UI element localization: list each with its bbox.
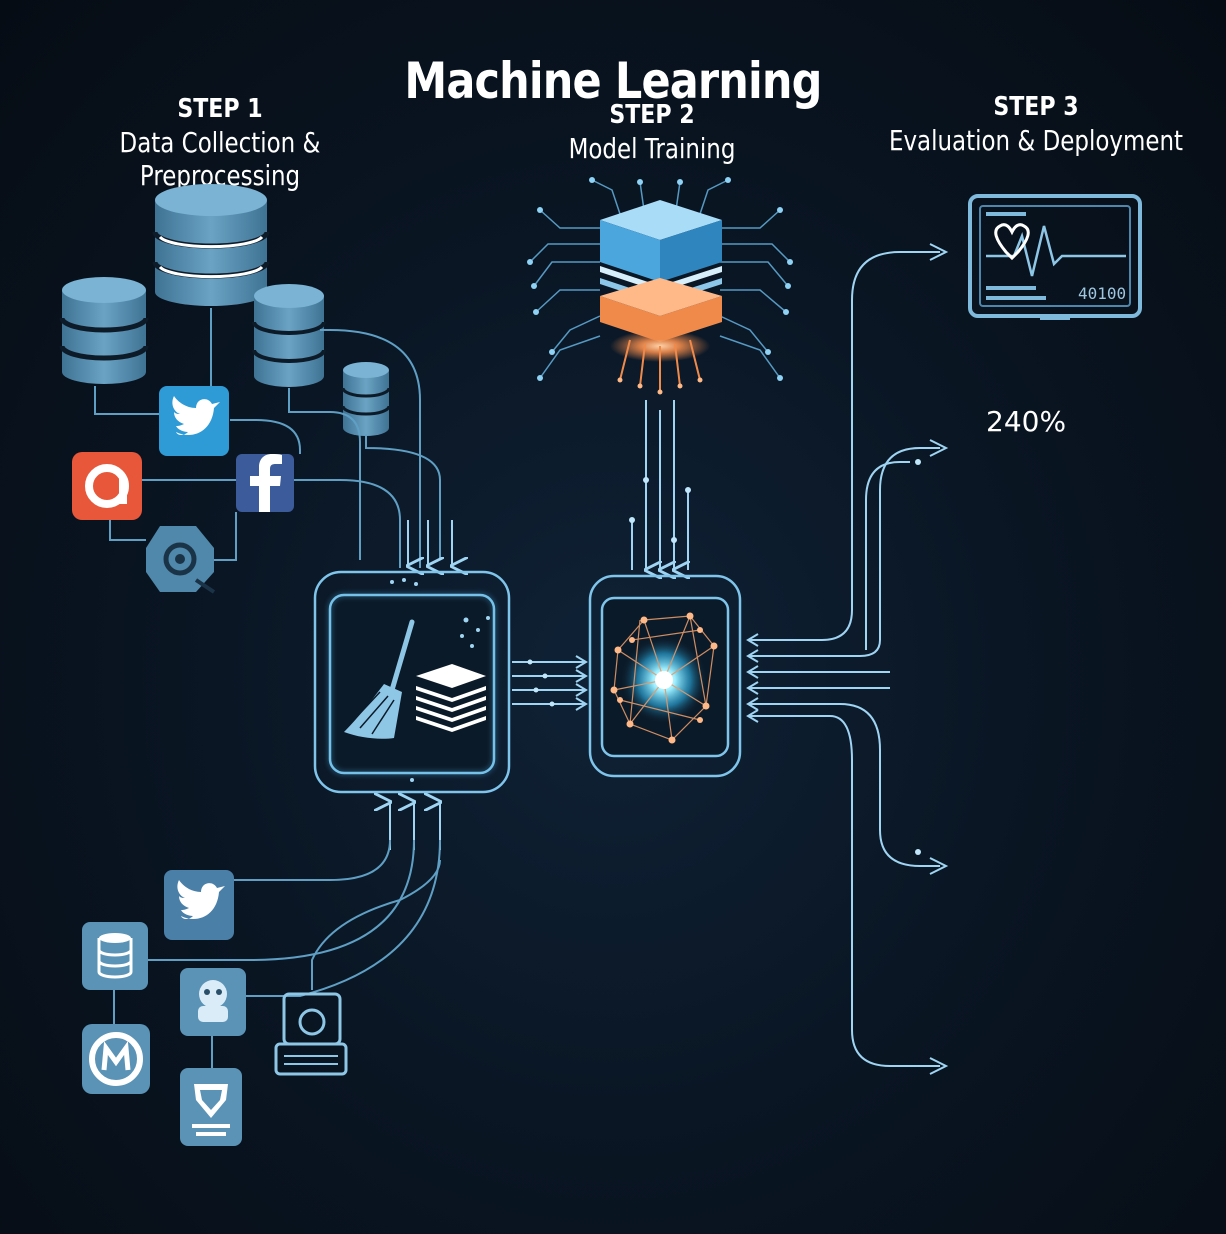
heartbeat-monitor-icon [968, 194, 1142, 320]
database-icon [59, 277, 149, 384]
database-icon [82, 922, 148, 990]
step-3-number: STEP 3 [993, 92, 1079, 122]
shield-logo-icon [180, 1068, 242, 1146]
top-data-sources [59, 184, 441, 594]
app-a-icon [72, 452, 142, 520]
prep-to-training-arrows [512, 655, 588, 711]
cube-to-training-lines [631, 400, 688, 570]
m-logo-icon [82, 1024, 150, 1094]
gear-chip-icon [146, 526, 216, 594]
prep-input-arrows-bottom [390, 802, 440, 850]
step-2-number: STEP 2 [609, 100, 695, 130]
neural-network-icon [610, 612, 718, 744]
step-3-name: Evaluation & Deployment [888, 124, 1184, 157]
training-output-arrows [746, 243, 949, 1075]
step-1-name: Data Collection & Preprocessing [119, 126, 321, 192]
diagram-title: Machine Learning [404, 52, 822, 110]
layered-cube-icon [527, 177, 793, 395]
facebook-icon [236, 454, 294, 512]
monitor-readout: 40100 [1078, 284, 1127, 303]
prep-input-arrows-top [408, 520, 452, 566]
sparkle-dots [390, 578, 490, 782]
step-1-number: STEP 1 [177, 94, 263, 124]
device-icon [274, 992, 348, 1076]
database-icon [152, 184, 270, 306]
step-2-header: STEP 2 Model Training [452, 100, 852, 165]
database-icon [341, 362, 391, 436]
training-box [588, 574, 742, 778]
twitter-icon [164, 870, 234, 940]
stacked-layers-icon [416, 664, 486, 732]
step-1-header: STEP 1 Data Collection & Preprocessing [20, 94, 420, 192]
bottom-data-sources [82, 839, 441, 1146]
database-icon [252, 284, 326, 387]
twitter-icon [159, 386, 229, 456]
step-2-name: Model Training [568, 132, 736, 165]
preprocessing-box [313, 570, 511, 794]
step-3-header: STEP 3 Evaluation & Deployment [836, 92, 1226, 157]
growth-percent-label: 240% [986, 405, 1067, 438]
broom-icon [344, 619, 415, 739]
robot-face-icon [180, 968, 246, 1036]
